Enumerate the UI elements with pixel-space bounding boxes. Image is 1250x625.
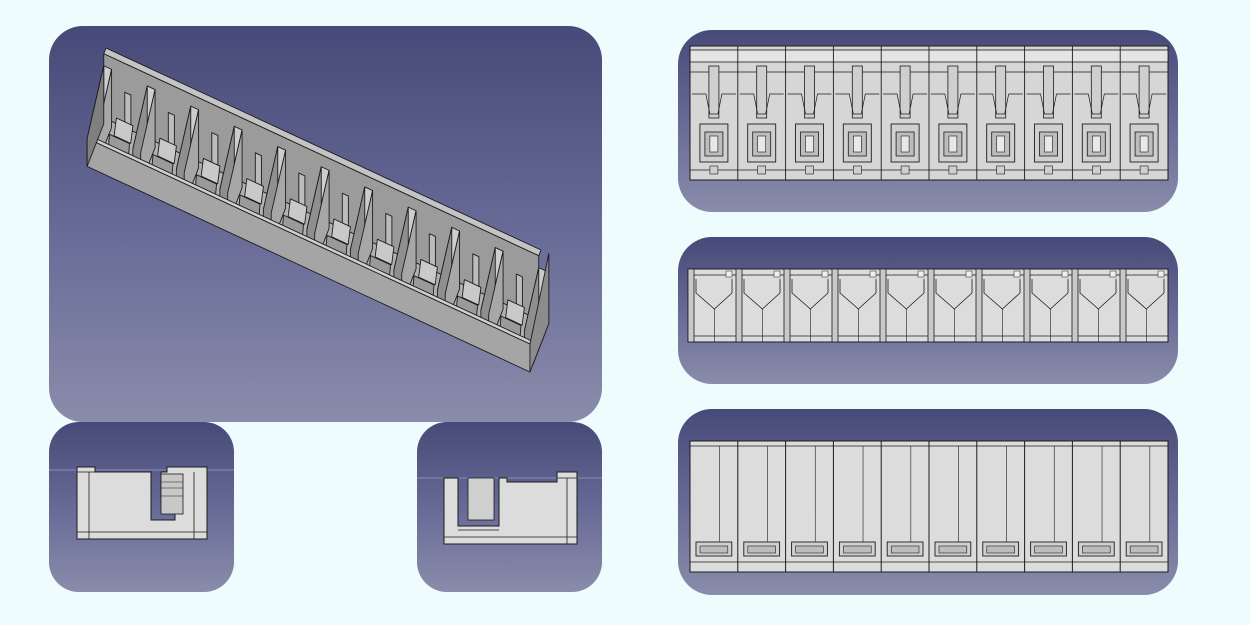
contact-pin [900, 135, 910, 153]
cavity-contour [835, 93, 880, 115]
bottom-tab [900, 165, 910, 175]
front-view-panel [678, 237, 1178, 384]
front-notch [821, 270, 829, 278]
bottom-view-panel [678, 409, 1178, 595]
latch-stem [899, 65, 911, 119]
bottom-pocket-inner [1034, 545, 1063, 554]
bottom-tab [948, 165, 958, 175]
cavity-contour [1122, 93, 1167, 115]
cavity-contour [1074, 93, 1119, 115]
front-wall [1071, 268, 1079, 343]
front-notch [1013, 270, 1021, 278]
iso-latch-hook [200, 157, 221, 185]
cavity-contour [1026, 93, 1071, 115]
front-notch [917, 270, 925, 278]
connector-profile [76, 466, 208, 540]
contact-pin [709, 135, 719, 153]
iso-end-cap [529, 253, 550, 373]
iso-latch-hook [331, 218, 351, 245]
contact-pin [853, 135, 862, 153]
bottom-tab [1044, 165, 1053, 175]
cavity-contour [691, 93, 736, 115]
front-notch [869, 270, 877, 278]
front-view [687, 268, 1169, 343]
front-wall [879, 268, 887, 343]
front-notch [965, 270, 973, 278]
cavity-contour [930, 93, 975, 115]
cavity-contour [883, 93, 928, 115]
cavity-contour [739, 93, 784, 115]
iso-latch-hook [287, 198, 308, 225]
front-wall [975, 268, 983, 343]
cavity-contour [787, 93, 832, 115]
contact-pin [948, 135, 958, 153]
front-notch [725, 270, 733, 278]
iso-latch-hook [461, 279, 482, 306]
right-view-panel [417, 422, 602, 592]
bottom-tab [709, 165, 719, 175]
latch-stem [851, 65, 863, 119]
pin-slot [160, 473, 184, 515]
isometric-view-panel [49, 26, 602, 422]
right-side-view [417, 471, 602, 545]
iso-left-end [86, 65, 105, 167]
contact-pin [996, 135, 1006, 153]
iso-latch-hook [157, 137, 177, 165]
left-view-panel [49, 422, 234, 592]
latch-stem [1138, 65, 1150, 119]
contact-pin [1044, 135, 1053, 153]
bottom-tab [757, 165, 766, 175]
bottom-tab [853, 165, 862, 175]
front-notch [1157, 270, 1165, 278]
front-wall [735, 268, 743, 343]
isometric-view [86, 47, 550, 373]
bottom-pocket-inner [986, 545, 1015, 554]
front-wall [783, 268, 791, 343]
front-wall [831, 268, 839, 343]
iso-latch-hook [113, 117, 134, 144]
bottom-tab [996, 165, 1006, 175]
cavity-contour [978, 93, 1023, 115]
pin-slot [467, 477, 495, 521]
latch-stem [804, 65, 815, 119]
front-wall [927, 268, 935, 343]
latch-stem [947, 65, 959, 119]
bottom-pocket-inner [1082, 545, 1111, 554]
top-view [689, 45, 1169, 181]
contact-pin [1091, 135, 1101, 153]
latch-stem [995, 65, 1007, 119]
iso-latch-hook [244, 178, 264, 205]
front-notch [773, 270, 781, 278]
bottom-tab [805, 165, 814, 175]
latch-stem [756, 65, 768, 119]
iso-latch-hook [418, 258, 438, 286]
latch-stem [708, 65, 720, 119]
bottom-tab [1091, 165, 1101, 175]
bottom-pocket-inner [699, 545, 729, 554]
connector-profile [443, 471, 578, 545]
bottom-view [689, 440, 1169, 573]
latch-stem [1090, 65, 1102, 119]
front-notch [1109, 270, 1117, 278]
bottom-pocket-inner [843, 545, 872, 554]
front-wall [687, 268, 695, 343]
iso-latch-hook [505, 299, 525, 326]
iso-latch-hook [374, 238, 395, 266]
contact-pin [1139, 135, 1149, 153]
contact-pin [757, 135, 766, 153]
bottom-pocket-inner [1129, 545, 1159, 554]
top-view-panel [678, 30, 1178, 212]
bottom-pocket-inner [938, 545, 968, 554]
latch-stem [1043, 65, 1054, 119]
front-wall [1119, 268, 1127, 343]
bottom-pocket-inner [890, 545, 920, 554]
front-notch [1061, 270, 1069, 278]
bottom-pocket-inner [747, 545, 776, 554]
contact-pin [805, 135, 814, 153]
bottom-tab [1139, 165, 1149, 175]
front-wall [1023, 268, 1031, 343]
left-side-view [49, 466, 234, 540]
bottom-pocket-inner [795, 545, 824, 554]
